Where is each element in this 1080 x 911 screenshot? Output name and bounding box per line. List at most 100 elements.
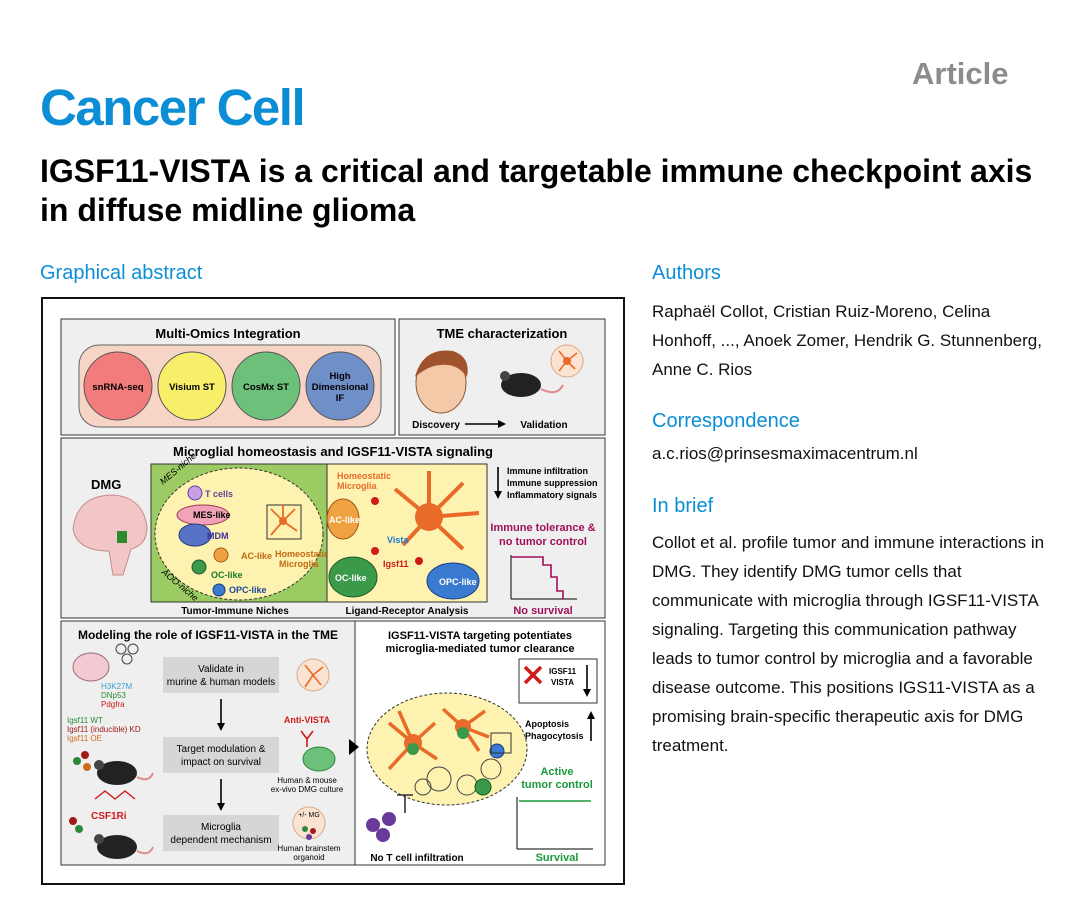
tme-title: TME characterization bbox=[437, 326, 568, 341]
graphical-abstract-heading: Graphical abstract bbox=[40, 262, 203, 284]
microglial-title: Microglial homeostasis and IGSF11-VISTA … bbox=[173, 444, 493, 459]
step-target-1: Target modulation & bbox=[177, 744, 266, 755]
igsf11-label: Igsf11 bbox=[383, 559, 409, 569]
mouse-csf1ri-icon bbox=[69, 790, 154, 859]
oc-like-label: OC-like bbox=[211, 570, 243, 580]
ac-like-cell bbox=[213, 547, 229, 563]
step-target-2: impact on survival bbox=[181, 757, 261, 768]
mouse-model-icon bbox=[73, 751, 154, 785]
targeting-title-2: microglia-mediated tumor clearance bbox=[386, 643, 575, 655]
lr-homeostatic-2: Microglia bbox=[337, 481, 378, 491]
organoid-label-1: Human brainstem bbox=[277, 844, 340, 853]
t-cell-icon bbox=[187, 485, 203, 501]
lr-opc-like-label: OPC-like bbox=[439, 577, 477, 587]
lr-ac-like-label: AC-like bbox=[329, 515, 360, 525]
igsf11-kd-label: Igsf11 (inducible) KD bbox=[67, 725, 141, 734]
up-arrow-icon bbox=[587, 711, 595, 719]
survival-label: Survival bbox=[536, 852, 579, 864]
mdm-cell bbox=[178, 523, 212, 547]
opc-like-cell bbox=[212, 583, 226, 597]
lr-homeostatic-1: Homeostatic bbox=[337, 471, 391, 481]
brain-illustration bbox=[72, 494, 148, 576]
phagocytosis-label: Phagocytosis bbox=[525, 731, 584, 741]
opc-like-label: OPC-like bbox=[229, 585, 267, 595]
arrow-head-icon bbox=[498, 420, 506, 428]
correspondence-heading: Correspondence bbox=[652, 410, 800, 432]
clearance-niche bbox=[366, 692, 528, 806]
lr-oc-like-cell bbox=[328, 556, 378, 598]
omics-label-2-0: CosMx ST bbox=[243, 382, 289, 393]
culture-icon bbox=[302, 746, 336, 772]
zoom-box bbox=[490, 732, 512, 754]
step-validate-2: murine & human models bbox=[167, 677, 275, 688]
csf1ri-label: CSF1Ri bbox=[91, 811, 127, 822]
antibody-icon bbox=[300, 730, 314, 747]
cross-icon bbox=[523, 665, 543, 685]
t-cells-label: T cells bbox=[205, 489, 233, 499]
igsf11-oe-label: Igsf11 OE bbox=[67, 734, 102, 743]
culture-label-2: ex-vivo DMG culture bbox=[271, 785, 344, 794]
organoid-label-2: organoid bbox=[293, 853, 324, 862]
vista-label: Vista bbox=[387, 535, 409, 545]
down-arrow-icon bbox=[494, 491, 502, 499]
mouse-illustration bbox=[500, 371, 564, 397]
step-arrow-1-icon bbox=[217, 723, 225, 731]
step-mechanism-box bbox=[163, 815, 279, 851]
lr-oc-like-label: OC-like bbox=[335, 573, 367, 583]
box-vista-label: VISTA bbox=[551, 678, 574, 687]
excluded-t-cells bbox=[366, 794, 413, 842]
authors-list[interactable]: Raphaël Collot, Cristian Ruiz-Moreno, Ce… bbox=[652, 302, 1042, 379]
microglia-large-icon bbox=[393, 471, 480, 551]
pdgfra-label: Pdgfra bbox=[101, 700, 125, 709]
graphical-abstract-svg: Multi-Omics Integration snRNA-seq Visium … bbox=[60, 318, 606, 866]
mg-label: +/- MG bbox=[298, 812, 320, 819]
validation-microglia-icon bbox=[296, 658, 330, 692]
remaining-opc-cell bbox=[489, 743, 505, 759]
dmg-label: DMG bbox=[91, 477, 121, 492]
dnp53-label: DNp53 bbox=[101, 691, 126, 700]
child-head-illustration bbox=[415, 350, 468, 414]
omics-title: Multi-Omics Integration bbox=[155, 326, 300, 341]
survival-curve bbox=[516, 797, 593, 850]
effect-2: Immune suppression bbox=[507, 478, 598, 488]
embryo-illustration bbox=[72, 643, 139, 682]
tolerance-label-1: Immune tolerance & bbox=[490, 522, 595, 534]
omics-label-3-1: Dimensional bbox=[312, 382, 369, 393]
article-title: IGSF11-VISTA is a critical and targetabl… bbox=[40, 153, 1033, 228]
igsf11-vista-box bbox=[518, 658, 598, 704]
homeostatic-label-2: Microglia bbox=[279, 559, 320, 569]
omics-label-3-0: High bbox=[329, 371, 350, 382]
omics-circle-3 bbox=[305, 351, 375, 421]
receptor-ligand-icons bbox=[371, 497, 423, 565]
modeling-title: Modeling the role of IGSF11-VISTA in the… bbox=[78, 628, 338, 642]
correspondence-email[interactable]: a.c.rios@prinsesmaximacentrum.nl bbox=[652, 444, 918, 463]
active-control-1: Active bbox=[540, 766, 573, 778]
lr-caption: Ligand-Receptor Analysis bbox=[346, 606, 469, 617]
box-igsf11-label: IGSF11 bbox=[549, 667, 577, 676]
lr-opc-like-cell bbox=[426, 562, 480, 600]
in-brief-text: Collot et al. profile tumor and immune i… bbox=[652, 533, 1045, 755]
transition-arrow-icon bbox=[349, 739, 359, 755]
omics-label-3-2: IF bbox=[336, 393, 345, 404]
omics-label-1-0: Visium ST bbox=[169, 382, 215, 393]
step-validate-1: Validate in bbox=[198, 664, 244, 675]
omics-circle-0 bbox=[83, 351, 153, 421]
homeostatic-microglia-icon bbox=[266, 504, 302, 540]
omics-container bbox=[78, 344, 382, 428]
no-survival-curve bbox=[510, 555, 577, 600]
effect-1: Immune infiltration bbox=[507, 466, 588, 476]
mes-like-label: MES-like bbox=[193, 510, 231, 520]
step-target-box bbox=[163, 737, 279, 773]
ac-like-label: AC-like bbox=[241, 551, 272, 561]
targeting-title-1: IGSF11-VISTA targeting potentiates bbox=[388, 630, 572, 642]
no-t-cell-label: No T cell infiltration bbox=[370, 853, 463, 864]
igsf11-wt-label: Igsf11 WT bbox=[67, 716, 103, 725]
niches-caption: Tumor-Immune Niches bbox=[181, 606, 289, 617]
omics-label-0-0: snRNA-seq bbox=[92, 382, 143, 393]
mdm-label: MDM bbox=[207, 531, 229, 541]
omics-circle-1 bbox=[157, 351, 227, 421]
journal-name[interactable]: Cancer Cell bbox=[40, 79, 306, 136]
down-arrow-icon bbox=[583, 689, 591, 697]
tolerance-label-2: no tumor control bbox=[499, 536, 587, 548]
lr-ac-like-cell bbox=[326, 498, 360, 540]
